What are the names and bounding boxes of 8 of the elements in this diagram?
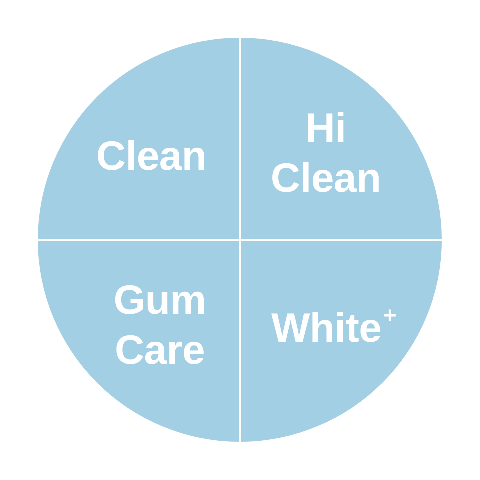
quadrant-segment	[38, 38, 239, 239]
quadrant-segment	[241, 38, 442, 239]
mode-label: Clean	[96, 132, 207, 181]
quadrant-segment	[38, 241, 239, 442]
quadrant-segment	[241, 241, 442, 442]
mode-label: Gum Care	[114, 276, 206, 375]
mode-label: White$^{+}$	[272, 302, 396, 352]
mode-label: Hi Clean	[270, 104, 382, 203]
